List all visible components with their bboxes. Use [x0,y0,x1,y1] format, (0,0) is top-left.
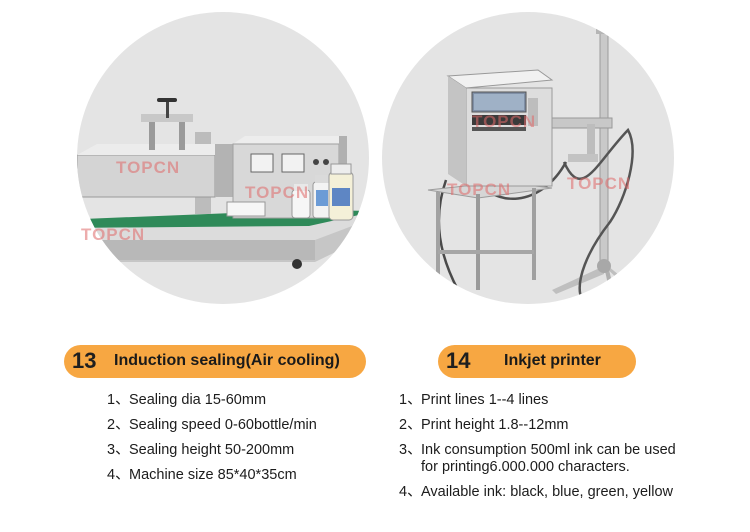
spec-text: Ink consumption 500ml ink can be used [421,442,676,458]
spec-text: for printing6.000.000 characters. [421,459,630,475]
spec-list: 1、 Sealing dia 15-60mm 2、 Sealing speed … [107,392,317,492]
spec-item: 4、 Machine size 85*40*35cm [107,467,317,484]
section-number: 13 [72,348,97,373]
spec-number: 3、 [107,442,130,458]
induction-sealer-photo [77,12,369,304]
spec-number: 4、 [107,467,130,483]
watermark-text: TOPCN [116,158,181,177]
spec-text: Machine size 85*40*35cm [129,467,297,483]
spec-text: Sealing speed 0-60bottle/min [129,417,317,433]
spec-list: 1、 Print lines 1--4 lines 2、 Print heigh… [399,392,676,509]
section-title-pill: 13 Induction sealing(Air cooling) [64,345,366,378]
spec-item: 3、 Ink consumption 500ml ink can be used… [399,442,676,476]
spec-number: 3、 [399,442,422,458]
spec-text: Sealing dia 15-60mm [129,392,267,408]
watermark-text: TOPCN [447,180,512,199]
section-number: 14 [446,348,471,373]
inkjet-printer-photo [382,12,674,304]
spec-item: 1、 Print lines 1--4 lines [399,392,676,409]
spec-number: 2、 [399,417,422,433]
watermark-text: TOPCN [472,112,537,131]
spec-number: 2、 [107,417,130,433]
spec-item: 1、 Sealing dia 15-60mm [107,392,317,409]
spec-number: 1、 [107,392,130,408]
spec-item: 2、 Sealing speed 0-60bottle/min [107,417,317,434]
spec-item: 2、 Print height 1.8--12mm [399,417,676,434]
spec-number: 1、 [399,392,422,408]
watermark-text: TOPCN [567,174,632,193]
spec-item: 4、 Available ink: black, blue, green, ye… [399,484,676,501]
watermark-text: TOPCN [245,183,310,202]
spec-item: 3、 Sealing height 50-200mm [107,442,317,459]
section-title-pill: 14 Inkjet printer [438,345,636,378]
watermark-text: TOPCN [81,225,146,244]
spec-text: Print lines 1--4 lines [421,392,549,408]
spec-text: Available ink: black, blue, green, yello… [421,484,674,500]
spec-text: Sealing height 50-200mm [129,442,295,458]
section-title: Induction sealing(Air cooling) [114,352,340,369]
section-title: Inkjet printer [504,352,601,369]
spec-text: Print height 1.8--12mm [421,417,569,433]
spec-number: 4、 [399,484,422,500]
